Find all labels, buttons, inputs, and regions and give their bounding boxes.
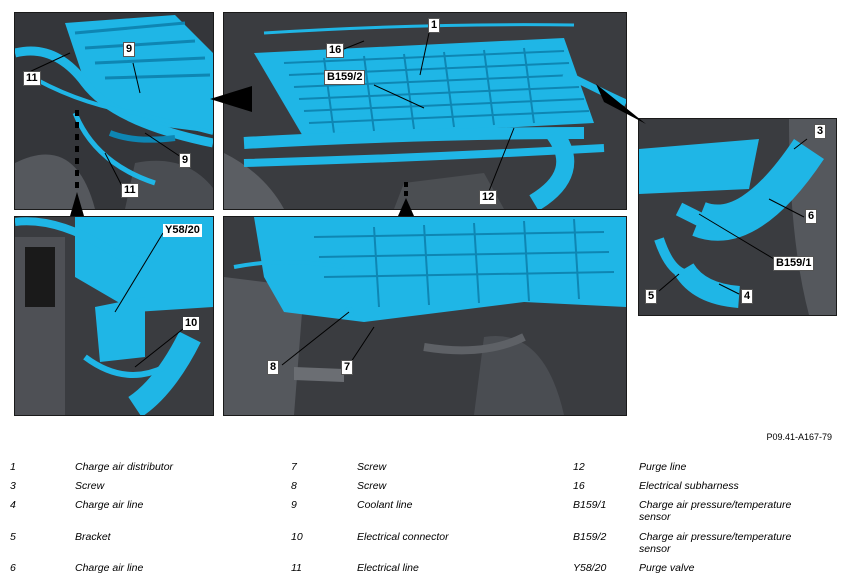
- legend-item-description: Purge valve: [639, 562, 695, 574]
- callout-9-top: 9: [123, 42, 136, 57]
- legend-item-number: 6: [10, 562, 16, 574]
- legend-item-number: 9: [291, 499, 297, 511]
- pointer-arrow-vertical-left: [70, 110, 84, 216]
- detail-view-bottom-center: 8 7: [223, 216, 627, 416]
- pointer-arrow-right: [596, 84, 646, 124]
- legend-item-description: Electrical subharness: [639, 480, 739, 492]
- callout-6: 6: [805, 209, 818, 224]
- pointer-arrow-left: [210, 86, 252, 112]
- legend-item-number: 4: [10, 499, 16, 511]
- legend-item-description: Bracket: [75, 531, 111, 543]
- callout-12: 12: [479, 190, 498, 205]
- callout-16: 16: [326, 43, 345, 58]
- legend-item-number: 1: [10, 461, 16, 473]
- callout-11-top: 11: [23, 71, 41, 86]
- legend-item-number: 3: [10, 480, 16, 492]
- legend-item-description: Charge air distributor: [75, 461, 174, 473]
- legend-item-description: Charge air line: [75, 499, 144, 511]
- legend-item-description: Purge line: [639, 461, 687, 473]
- callout-9-bottom: 9: [179, 153, 192, 168]
- callout-8: 8: [267, 360, 280, 375]
- legend-item-description: Charge air pressure/temperature sensor: [639, 499, 792, 523]
- legend-item-number: 7: [291, 461, 297, 473]
- callout-11-bottom: 11: [121, 183, 139, 198]
- legend-item-number: Y58/20: [573, 562, 607, 574]
- pointer-arrow-vertical-center: [398, 182, 414, 216]
- detail-view-right: 3 6 B159/1 5 4: [638, 118, 837, 316]
- legend-item-number: 11: [291, 562, 302, 574]
- detail-view-bottom-left: Y58/20 10: [14, 216, 214, 416]
- legend-item-description: Charge air pressure/temperature sensor: [639, 531, 792, 555]
- callout-b159-2: B159/2: [324, 70, 366, 85]
- legend-item-description: Charge air line: [75, 562, 144, 574]
- legend-item-number: 8: [291, 480, 297, 492]
- callout-4: 4: [741, 289, 754, 304]
- legend-item-description: Coolant line: [357, 499, 413, 511]
- legend-item-number: 10: [291, 531, 303, 543]
- callout-7: 7: [341, 360, 354, 375]
- legend-item-number: B159/2: [573, 531, 607, 543]
- callout-y58-20: Y58/20: [163, 224, 202, 237]
- main-view-top-center: 1 16 B159/2 12: [223, 12, 627, 210]
- callout-5: 5: [645, 289, 658, 304]
- legend-item-number: B159/1: [573, 499, 607, 511]
- legend-item-description: Electrical connector: [357, 531, 449, 543]
- legend-item-description: Screw: [357, 461, 387, 473]
- callout-1: 1: [428, 18, 441, 33]
- figure-reference: P09.41-A167-79: [766, 432, 832, 442]
- legend-item-description: Screw: [357, 480, 387, 492]
- callout-b159-1: B159/1: [773, 256, 815, 271]
- legend-item-number: 5: [10, 531, 16, 543]
- legend-item-description: Screw: [75, 480, 105, 492]
- legend-item-description: Electrical line: [357, 562, 419, 574]
- detail-view-top-left: 11 9 9 11: [14, 12, 214, 210]
- callout-10: 10: [183, 317, 200, 330]
- legend-item-number: 12: [573, 461, 585, 473]
- legend-item-number: 16: [573, 480, 585, 492]
- callout-3: 3: [814, 124, 827, 139]
